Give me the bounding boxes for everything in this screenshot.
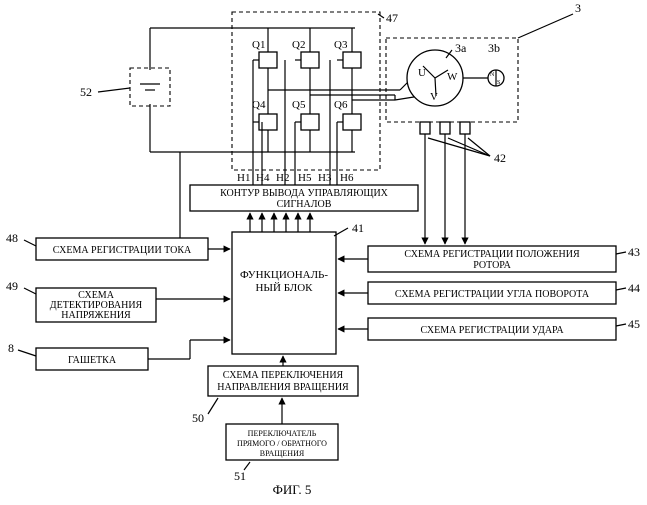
- signal-h6: H6: [340, 172, 354, 184]
- phase-w-label: W: [447, 71, 458, 83]
- rotor-position-line2: РОТОРА: [473, 260, 511, 271]
- rotor-position-line1: СХЕМА РЕГИСТРАЦИИ ПОЛОЖЕНИЯ: [404, 249, 580, 260]
- impact-registration-label: СХЕМА РЕГИСТРАЦИИ УДАРА: [420, 325, 564, 336]
- control-output-line2: СИГНАЛОВ: [277, 199, 332, 210]
- trigger-label: ГАШЕТКА: [68, 355, 117, 366]
- battery-enclosure: [130, 68, 170, 106]
- functional-line1: ФУНКЦИОНАЛЬ-: [240, 269, 328, 281]
- q2-label: Q2: [292, 39, 305, 51]
- transistor-q5: Q5: [292, 99, 319, 130]
- signal-h1: H1: [237, 172, 250, 184]
- ref-3b: 3b: [488, 41, 500, 55]
- hall-sensors: [420, 122, 470, 244]
- ref-48: 48: [6, 231, 18, 245]
- direction-switch-line2: НАПРАВЛЕНИЯ ВРАЩЕНИЯ: [217, 382, 349, 393]
- fwd-rev-line3: ВРАЩЕНИЯ: [260, 449, 305, 458]
- functional-line2: НЫЙ БЛОК: [255, 282, 313, 294]
- ref-42: 42: [494, 151, 506, 165]
- ref-41: 41: [352, 221, 364, 235]
- ref-49: 49: [6, 279, 18, 293]
- ref-3: 3: [575, 1, 581, 15]
- current-registration-label: СХЕМА РЕГИСТРАЦИИ ТОКА: [53, 245, 192, 256]
- q1-label: Q1: [252, 39, 265, 51]
- transistor-q3: Q3: [334, 39, 361, 68]
- magnet-n-label: N: [490, 72, 495, 78]
- fwd-rev-line1: ПЕРЕКЛЮЧАТЕЛЬ: [248, 429, 317, 438]
- voltage-detect-line3: НАПРЯЖЕНИЯ: [61, 310, 131, 321]
- signal-h4: H4: [256, 172, 270, 184]
- ref-44: 44: [628, 281, 640, 295]
- q4-label: Q4: [252, 99, 266, 111]
- ref-3a: 3a: [455, 41, 467, 55]
- q3-label: Q3: [334, 39, 348, 51]
- ref-8: 8: [8, 341, 14, 355]
- inverter-enclosure: [232, 12, 380, 170]
- q5-label: Q5: [292, 99, 306, 111]
- signal-h5: H5: [298, 172, 312, 184]
- direction-switch-line1: СХЕМА ПЕРЕКЛЮЧЕНИЯ: [223, 370, 344, 381]
- transistor-q6: Q6: [334, 99, 361, 130]
- ref-47: 47: [386, 11, 398, 25]
- phase-u-label: U: [418, 67, 426, 79]
- q6-label: Q6: [334, 99, 348, 111]
- ref-50: 50: [192, 411, 204, 425]
- ref-45: 45: [628, 317, 640, 331]
- fwd-rev-line2: ПРЯМОГО / ОБРАТНОГО: [237, 439, 327, 448]
- ref-51: 51: [234, 469, 246, 483]
- transistor-q4: Q4: [252, 99, 277, 130]
- magnet-s-label: S: [497, 80, 500, 86]
- ref-52: 52: [80, 85, 92, 99]
- figure-caption: ФИГ. 5: [273, 482, 312, 497]
- transistor-q2: Q2: [292, 39, 319, 68]
- control-output-line1: КОНТУР ВЫВОДА УПРАВЛЯЮЩИХ: [220, 188, 389, 199]
- control-arrows: [250, 213, 310, 232]
- ref-43: 43: [628, 245, 640, 259]
- angle-registration-label: СХЕМА РЕГИСТРАЦИИ УГЛА ПОВОРОТА: [395, 289, 590, 300]
- transistor-q1: Q1: [252, 39, 277, 68]
- signal-h2: H2: [276, 172, 289, 184]
- phase-v-label: V: [430, 91, 438, 103]
- signal-h3: H3: [318, 172, 332, 184]
